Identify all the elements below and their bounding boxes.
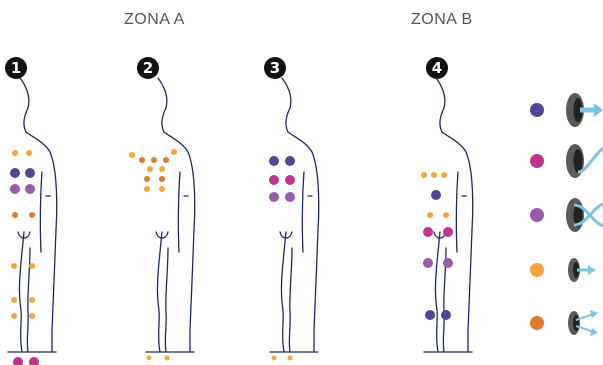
- marker-dot: [25, 168, 35, 178]
- marker-dot: [285, 156, 295, 166]
- marker-dot: [163, 157, 169, 163]
- marker-dot: [29, 297, 35, 303]
- marker-dot: [269, 192, 279, 202]
- marker-dot: [272, 356, 277, 361]
- marker-dot: [147, 166, 153, 172]
- legend-dot: [530, 103, 544, 117]
- figure-panel-3: [269, 78, 319, 361]
- marker-dot: [12, 212, 18, 218]
- marker-dot: [165, 356, 170, 361]
- marker-dot: [13, 357, 23, 365]
- marker-dot: [171, 149, 177, 155]
- marker-dot: [288, 356, 293, 361]
- marker-dot: [10, 168, 20, 178]
- marker-dot: [269, 175, 279, 185]
- body-outline-3: [270, 78, 319, 352]
- marker-dot: [11, 263, 17, 269]
- marker-dot: [159, 186, 165, 192]
- marker-dot: [269, 156, 279, 166]
- legend-dot: [530, 208, 544, 222]
- marker-dot: [151, 157, 157, 163]
- swirl-flow-icon: [566, 144, 603, 178]
- marker-dot: [129, 152, 135, 158]
- legend-row-3: [530, 198, 603, 232]
- marker-dot: [159, 176, 165, 182]
- marker-dot: [139, 157, 145, 163]
- marker-dot: [431, 172, 437, 178]
- marker-dot: [12, 150, 18, 156]
- marker-dot: [11, 297, 17, 303]
- legend-row-1: [530, 93, 603, 127]
- marker-dot: [443, 227, 453, 237]
- straight-flow-arrow-icon: [566, 93, 603, 127]
- marker-dot: [144, 186, 150, 192]
- marker-dot: [421, 172, 427, 178]
- marker-dot: [25, 184, 35, 194]
- marker-dot: [431, 190, 441, 200]
- small-straight-arrow-icon: [568, 258, 596, 282]
- marker-dot: [441, 172, 447, 178]
- crossing-flow-icon: [566, 198, 603, 232]
- marker-dot: [441, 310, 451, 320]
- marker-dot: [26, 150, 32, 156]
- marker-dot: [285, 192, 295, 202]
- legend-row-4: [530, 258, 596, 282]
- marker-dot: [443, 212, 449, 218]
- marker-dot: [147, 356, 152, 361]
- split-arrows-icon: [568, 310, 598, 336]
- figure-panel-1: [8, 78, 57, 365]
- marker-dot: [11, 313, 17, 319]
- legend-dot: [530, 316, 544, 330]
- marker-dot: [285, 175, 295, 185]
- marker-dot: [423, 227, 433, 237]
- marker-dot: [425, 310, 435, 320]
- legend-dot: [530, 154, 544, 168]
- figure-panel-4: [421, 78, 473, 352]
- body-outline-2: [146, 78, 195, 352]
- figure-panel-2: [129, 78, 195, 361]
- marker-dot: [29, 212, 35, 218]
- marker-dot: [423, 258, 433, 268]
- marker-dot: [427, 212, 433, 218]
- marker-dot: [159, 166, 165, 172]
- marker-dot: [144, 176, 150, 182]
- legend-row-5: [530, 310, 598, 336]
- marker-dot: [443, 258, 453, 268]
- marker-dot: [29, 313, 35, 319]
- jet-type-legend: [530, 93, 603, 336]
- legend-dot: [530, 263, 544, 277]
- legend-row-2: [530, 144, 603, 178]
- marker-dot: [29, 263, 35, 269]
- marker-dot: [29, 357, 39, 365]
- marker-dot: [10, 184, 20, 194]
